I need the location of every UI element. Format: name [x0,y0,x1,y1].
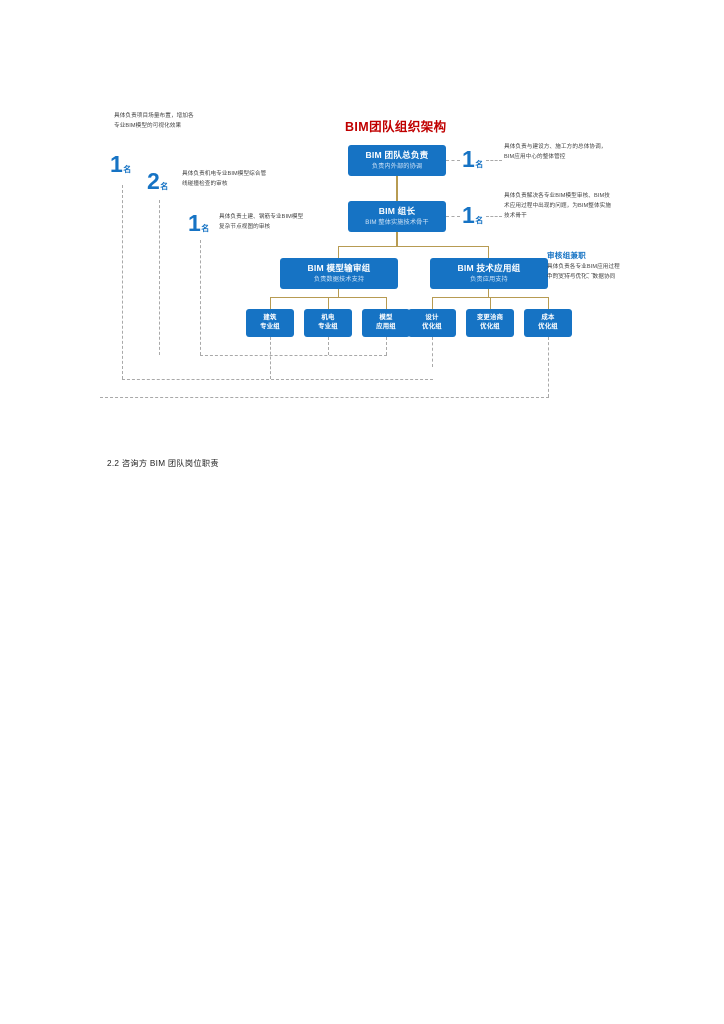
node-leaf-model-application[interactable]: 模型 应用组 [362,309,410,337]
dashed-count-mid-riser [159,200,160,355]
count-marker-right-mid: 1名 [462,204,483,228]
connector-drop-leaf4 [432,297,434,309]
node-lead-title: BIM 团队总负责 [365,150,429,161]
dashed-run-bottom [100,397,549,398]
leaf3-line2: 应用组 [376,323,396,330]
dashed-leaf1-down [270,337,271,379]
leaf6-line2: 优化组 [538,323,558,330]
section-caption: 2.2 咨询方 BIM 团队岗位职责 [107,459,219,468]
node-tech-application-group[interactable]: BIM 技术应用组 负责应用支持 [430,258,548,289]
connector-drop-grp2 [488,246,490,258]
count-marker-right-top: 1名 [462,148,483,172]
annotation-mid-left: 具体负责机电专业BIM模型综合管 线碰撞检查的审核 [182,170,312,190]
node-lead-subtitle: 负责内外部的协调 [371,162,423,170]
dashed-leaf6-down [548,337,549,397]
count-left-top-unit: 名 [123,165,132,174]
node-bim-team-lead[interactable]: BIM 团队总负责 负责内外部的协调 [348,145,446,176]
leaf4-line1: 设计 [425,314,439,322]
count-left-mid-unit: 名 [160,182,169,191]
node-grp1-title: BIM 模型输审组 [307,263,371,274]
connector-drop-leaf6 [548,297,550,309]
connector-lead-to-chief [396,176,398,201]
node-grp1-subtitle: 负责数据技术支持 [313,275,365,283]
annotation-top-right: 具体负责与建设方、施工方的总体协调， BIM应用中心的整体管控 [504,143,654,163]
node-grp2-subtitle: 负责应用支持 [470,275,508,283]
annotation-low-right-heading: 审核组兼职 [547,251,586,260]
annotation-low-left-line2: 复杂节点视图的审核 [219,223,271,230]
connector-grp1-stem [338,289,340,298]
node-leaf-mep[interactable]: 机电 专业组 [304,309,352,337]
dashed-run-mid [200,355,387,356]
leaf5-line1: 变更洽商 [476,314,504,322]
annotation-low-left: 具体负责土建、钢筋专业BIM模型 复杂节点视图的审核 [219,213,354,233]
annotation-mid-right-line1: 具体负责解决各专业BIM模型审核、BIM技 [504,193,610,199]
leaf2-line1: 机电 [321,314,335,322]
dashed-leaf2-down [328,337,329,355]
annotation-top-left-line2: 专业BIM模型的可视化效果 [114,122,182,129]
count-right-top-number: 1 [462,146,475,172]
count-marker-left-top: 1名 [110,153,131,177]
leaf6-line1: 成本 [541,314,555,322]
dashed-count-mid-to-anno [486,216,502,217]
node-leaf-design-optimization[interactable]: 设计 优化组 [408,309,456,337]
annotation-low-left-line1: 具体负责土建、钢筋专业BIM模型 [219,214,304,220]
node-leaf-cost-optimization[interactable]: 成本 优化组 [524,309,572,337]
dashed-leaf3-down [386,337,387,355]
connector-drop-leaf3 [386,297,388,309]
annotation-mid-left-line1: 具体负责机电专业BIM模型综合管 [182,171,267,177]
count-right-mid-unit: 名 [475,216,484,225]
leaf3-line1: 模型 [379,314,393,322]
leaf2-line2: 专业组 [318,323,338,330]
node-leaf-architecture[interactable]: 建筑 专业组 [246,309,294,337]
annotation-top-left: 具体负责项目场量布置，增加各 专业BIM模型的可视化效果 [114,112,244,132]
node-leaf-change-negotiation-optimization[interactable]: 变更洽商 优化组 [466,309,514,337]
chart-title: BIM团队组织架构 [345,120,447,134]
node-grp2-title: BIM 技术应用组 [457,263,521,274]
connector-drop-leaf1 [270,297,272,309]
connector-grp2-stem [488,289,490,298]
annotation-mid-right-line2: 术应用过程中出现的问题，为BIM整体实施 [504,202,612,209]
dashed-run-low [122,379,433,380]
annotation-low-right-line2: 中的支持与优化、数据协同 [547,273,616,280]
connector-chief-stem [396,232,398,247]
dashed-leaf4-down [432,337,433,367]
annotation-low-right: 审核组兼职 具体负责各专业BIM应用过程 中的支持与优化、数据协同 [547,250,667,283]
annotation-mid-right-line3: 技术骨干 [504,212,527,219]
annotation-mid-left-line2: 线碰撞检查的审核 [182,180,228,187]
annotation-top-left-line1: 具体负责项目场量布置，增加各 [114,113,194,119]
annotation-mid-right: 具体负责解决各专业BIM模型审核、BIM技 术应用过程中出现的问题，为BIM整体… [504,192,654,221]
annotation-top-right-line1: 具体负责与建设方、施工方的总体协调， [504,144,607,150]
node-chief-subtitle: BIM 整体实施技术骨干 [365,218,429,226]
connector-drop-leaf2 [328,297,330,309]
leaf1-line1: 建筑 [263,314,277,322]
count-left-low-number: 1 [188,210,201,236]
leaf5-line2: 优化组 [480,323,500,330]
dashed-chief-to-count [446,216,460,217]
count-marker-left-low: 1名 [188,212,209,236]
dashed-count-top-riser [122,185,123,379]
dashed-lead-to-count [446,160,460,161]
count-left-low-unit: 名 [201,224,210,233]
count-left-top-number: 1 [110,151,123,177]
leaf4-line2: 优化组 [422,323,442,330]
count-left-mid-number: 2 [147,168,160,194]
bim-org-chart-figure: BIM团队组织架构 [100,100,660,400]
connector-chief-bus [338,246,489,248]
node-bim-group-chief[interactable]: BIM 组长 BIM 整体实施技术骨干 [348,201,446,232]
count-right-top-unit: 名 [475,160,484,169]
count-right-mid-number: 1 [462,202,475,228]
annotation-top-right-line2: BIM应用中心的整体管控 [504,153,566,160]
connector-drop-leaf5 [490,297,492,309]
dashed-grp2-to-anno [548,273,594,274]
connector-drop-grp1 [338,246,340,258]
node-chief-title: BIM 组长 [378,206,416,217]
annotation-low-right-line1: 具体负责各专业BIM应用过程 [547,264,620,270]
node-model-review-group[interactable]: BIM 模型输审组 负责数据技术支持 [280,258,398,289]
leaf1-line2: 专业组 [260,323,280,330]
dashed-count-top-to-anno [486,160,502,161]
dashed-count-low-riser [200,240,201,355]
count-marker-left-mid: 2名 [147,170,168,194]
